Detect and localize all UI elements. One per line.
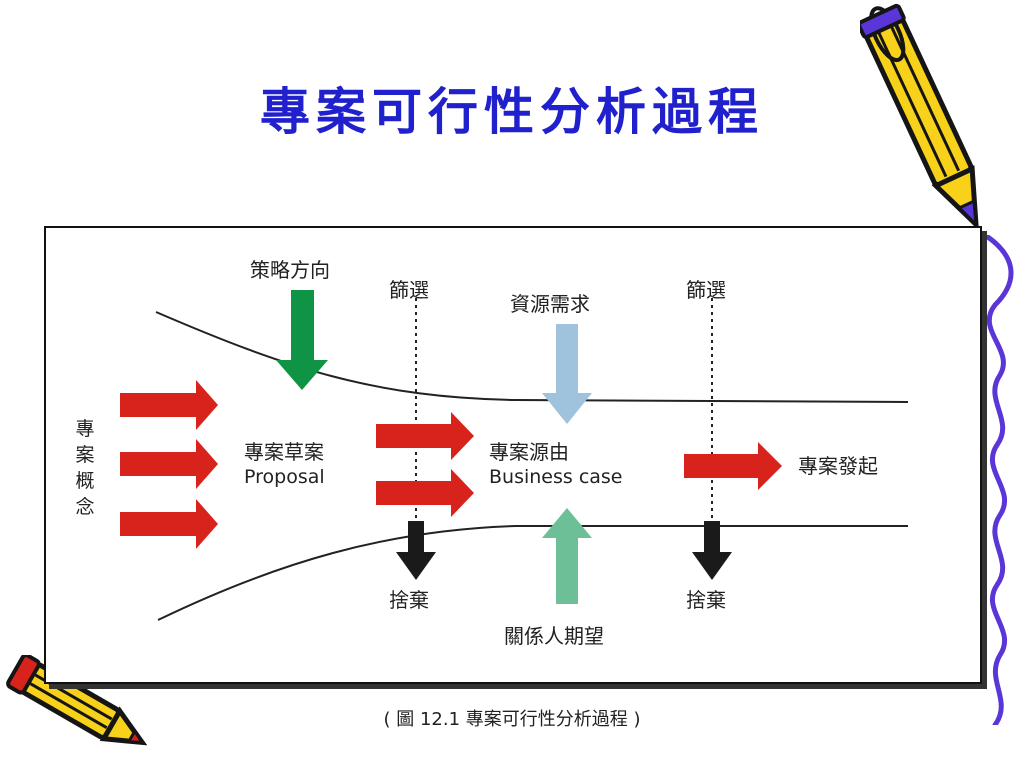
- diagram-frame: 專案概念 策略方向 篩選 篩選 資源需求 專案草案 Proposal 專案源由 …: [44, 226, 982, 684]
- funnel-top-curve: [155, 311, 909, 403]
- squiggle-line: [982, 235, 1014, 725]
- discard-label-1: 捨棄: [389, 588, 429, 612]
- proposal-label-zh: 專案草案: [244, 440, 324, 464]
- pencil-icon-top-right: [860, 3, 979, 231]
- black-arrow-discard-2: [692, 521, 732, 580]
- concept-label: 專案概念: [75, 418, 95, 518]
- red-arrow-concept-1: [120, 380, 218, 430]
- business-label-en: Business case: [489, 466, 623, 488]
- blue-arrow-resources: [542, 324, 592, 424]
- red-arrow-proposal-2: [376, 469, 474, 517]
- screen-label-2: 篩選: [686, 278, 726, 302]
- black-arrow-discard-1: [396, 521, 436, 580]
- slide-title: 專案可行性分析過程: [260, 82, 764, 141]
- proposal-label-en: Proposal: [244, 466, 325, 488]
- resources-label: 資源需求: [510, 292, 590, 316]
- business-label-zh: 專案源由: [489, 440, 569, 464]
- initiate-label: 專案發起: [798, 454, 878, 478]
- discard-label-2: 捨棄: [686, 588, 726, 612]
- teal-arrow-stakeholders: [542, 508, 592, 604]
- stakeholders-label: 關係人期望: [504, 624, 604, 648]
- red-arrow-proposal-1: [376, 412, 474, 460]
- red-arrow-concept-3: [120, 499, 218, 549]
- figure-caption: ( 圖 12.1 專案可行性分析過程 ): [383, 709, 641, 730]
- funnel-bottom-curve: [157, 525, 908, 621]
- green-arrow-strategy: [276, 290, 328, 390]
- red-arrow-concept-2: [120, 439, 218, 489]
- strategy-label: 策略方向: [250, 258, 330, 282]
- screen-label-1: 篩選: [389, 278, 429, 302]
- red-arrow-initiate: [684, 442, 782, 490]
- diagram-svg: [120, 290, 909, 621]
